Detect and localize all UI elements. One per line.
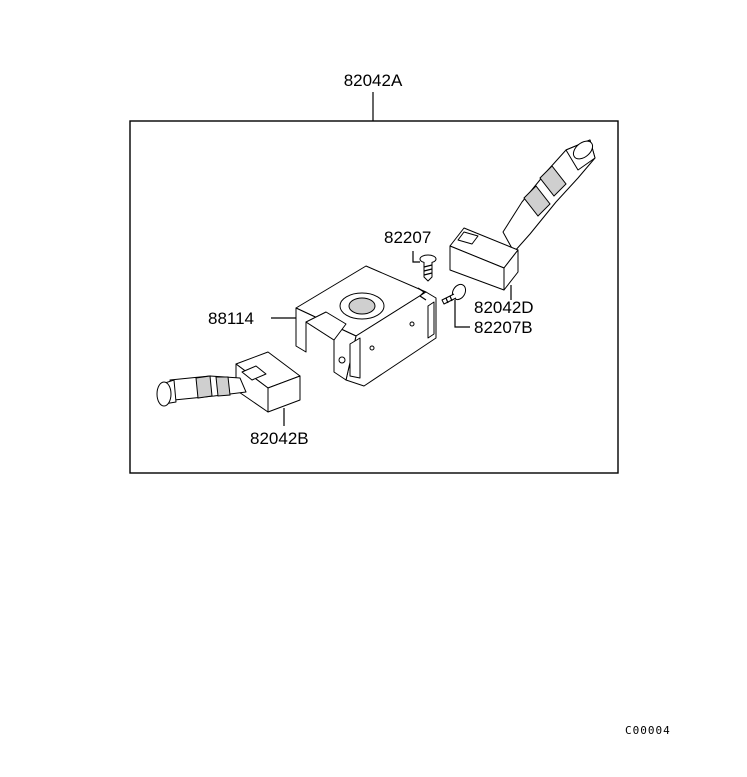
- right-switch-part: [449, 139, 596, 291]
- assembly-frame: [129, 120, 619, 474]
- screw-top-part: [419, 254, 437, 282]
- leader-screw-top: [412, 251, 420, 263]
- label-screw-top: 82207: [384, 228, 431, 247]
- label-bracket: 88114: [208, 309, 254, 328]
- leader-screw-right: [454, 300, 470, 328]
- label-screw-right: 82207B: [474, 318, 533, 337]
- left-switch-part: [156, 351, 301, 413]
- label-right-switch: 82042D: [474, 298, 534, 317]
- bracket-part: [295, 265, 437, 387]
- label-assembly: 82042A: [344, 71, 403, 90]
- label-left-switch: 82042B: [250, 429, 309, 448]
- screw-right-part: [441, 283, 467, 305]
- figure-code: C00004: [625, 724, 671, 737]
